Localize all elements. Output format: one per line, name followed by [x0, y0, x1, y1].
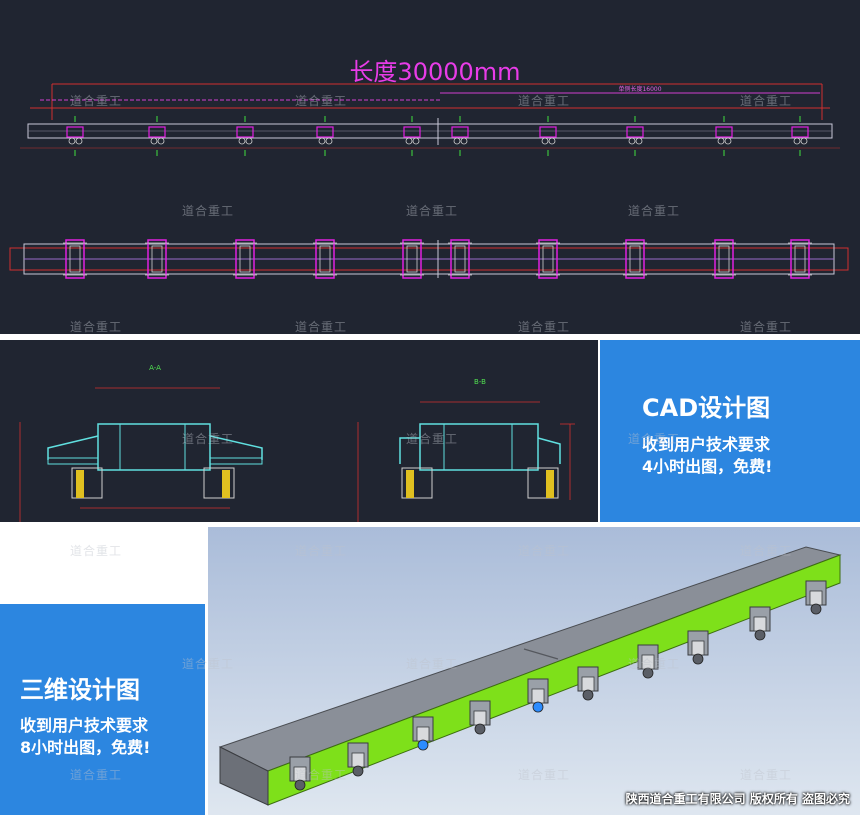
section-cad-svg: A-A B-B — [19, 364, 575, 522]
section-b-box-girder — [419, 423, 539, 471]
three-d-bogies — [289, 580, 827, 791]
three-d-bogie — [577, 666, 599, 701]
plan-view-bogies — [63, 239, 812, 279]
side-bogie — [236, 116, 254, 156]
side-bogie — [66, 116, 84, 156]
three-d-bogie — [347, 742, 369, 777]
side-bogie — [403, 116, 421, 156]
plan-bogie — [623, 239, 647, 279]
three-d-design-title: 三维设计图 — [20, 676, 140, 704]
sub-length-label: 单侧长度16000 — [618, 85, 661, 93]
three-d-model-svg — [208, 527, 860, 815]
cad-design-free-line: 4小时出图，免费! — [642, 457, 773, 476]
three-d-bogie — [412, 716, 434, 751]
section-label-b: B-B — [474, 378, 486, 386]
cad-design-info-panel: CAD设计图 收到用户技术要求 4小时出图，免费! — [600, 340, 860, 522]
three-d-bogie — [637, 644, 659, 679]
cad-design-requirement-line: 收到用户技术要求 — [642, 435, 771, 454]
side-view-bogies — [66, 116, 809, 156]
side-bogie — [539, 116, 557, 156]
plan-bogie — [536, 239, 560, 279]
three-d-bogie — [687, 630, 709, 665]
watermark-text: 道合重工 — [70, 544, 123, 558]
three-d-bogie — [805, 580, 827, 615]
plan-bogie — [400, 239, 424, 279]
three-d-design-info-panel: 三维设计图 收到用户技术要求 8小时出图，免费! — [0, 604, 205, 815]
three-d-bogie — [527, 678, 549, 713]
plan-bogie — [313, 239, 337, 279]
three-d-bogie — [289, 756, 311, 791]
side-bogie — [316, 116, 334, 156]
side-bogie — [626, 116, 644, 156]
beam-end-face — [219, 746, 269, 806]
plan-bogie — [788, 239, 812, 279]
section-a-box-girder — [97, 423, 211, 471]
top-cad-drawing: 长度30000mm 单侧长度16000 — [0, 0, 860, 334]
plan-bogie — [145, 239, 169, 279]
plan-bogie — [712, 239, 736, 279]
copyright-notice: 陕西道合重工有限公司 版权所有 盗图必究 — [625, 792, 850, 806]
three-d-bogie — [469, 700, 491, 735]
side-bogie — [451, 116, 469, 156]
side-bogie — [148, 116, 166, 156]
plan-bogie — [448, 239, 472, 279]
three-d-bogie — [749, 606, 771, 641]
cad-design-title: CAD设计图 — [642, 394, 771, 422]
side-bogie — [791, 116, 809, 156]
side-bogie — [715, 116, 733, 156]
section-label-a: A-A — [149, 364, 161, 372]
three-d-free-line: 8小时出图，免费! — [20, 738, 151, 757]
section-cad-drawing: A-A B-B — [0, 340, 598, 522]
three-d-requirement-line: 收到用户技术要求 — [20, 716, 149, 735]
length-dimension-label: 长度30000mm — [349, 58, 520, 86]
three-d-model-view: 陕西道合重工有限公司 版权所有 盗图必究 — [205, 524, 860, 815]
top-cad-svg: 长度30000mm 单侧长度16000 — [9, 58, 849, 279]
plan-bogie — [63, 239, 87, 279]
plan-bogie — [233, 239, 257, 279]
